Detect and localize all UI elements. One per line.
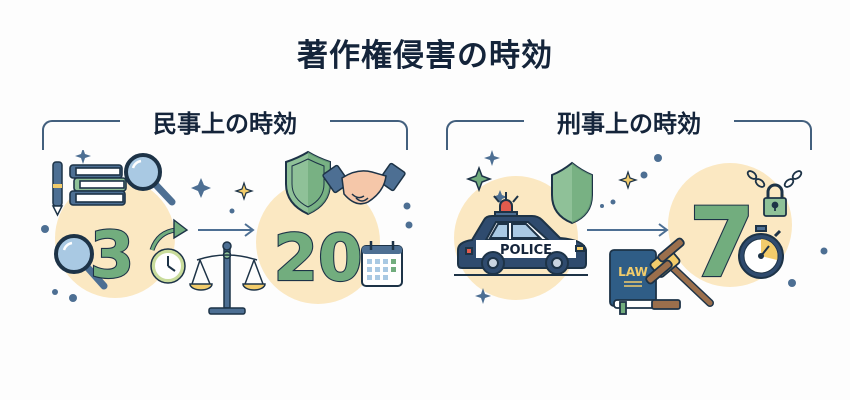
clock-icon (150, 248, 186, 284)
civil-section-label: 民事上の時効 (120, 104, 330, 139)
padlock-chain-icon (746, 170, 803, 217)
sparkle-icon (618, 170, 638, 190)
police-car-icon (454, 192, 588, 276)
civil-illustration: 3 (0, 150, 430, 320)
arrow-curve-icon (149, 218, 189, 251)
civil-short-period-number: 3 (90, 219, 135, 293)
sparkle-icon (465, 165, 493, 193)
pen-icon (51, 161, 64, 217)
shield-icon (285, 150, 331, 216)
calendar-icon (361, 241, 403, 287)
arrow-right-icon (198, 223, 255, 237)
scales-icon (189, 241, 266, 315)
sparkle-icon (41, 150, 413, 302)
sparkle-icon (475, 150, 828, 304)
gavel-icon (645, 237, 714, 310)
sparkle-icon (234, 181, 254, 201)
stopwatch-icon (738, 225, 784, 279)
circle-background (256, 180, 380, 304)
shield-icon (551, 161, 593, 225)
magnifier-icon (54, 234, 108, 290)
page-title: 著作権侵害の時効 (297, 38, 553, 74)
police-label: POLICE (500, 243, 552, 258)
criminal-section-label: 刑事上の時効 (524, 104, 734, 139)
books-icon (69, 164, 127, 206)
handshake-icon (322, 162, 406, 205)
magnifier-icon (124, 153, 176, 206)
criminal-illustration: POLICE LAW 7 (430, 150, 850, 320)
law-book-label: LAW (618, 265, 648, 279)
civil-long-period-number: 20 (273, 222, 362, 296)
arrow-right-icon (587, 223, 669, 237)
